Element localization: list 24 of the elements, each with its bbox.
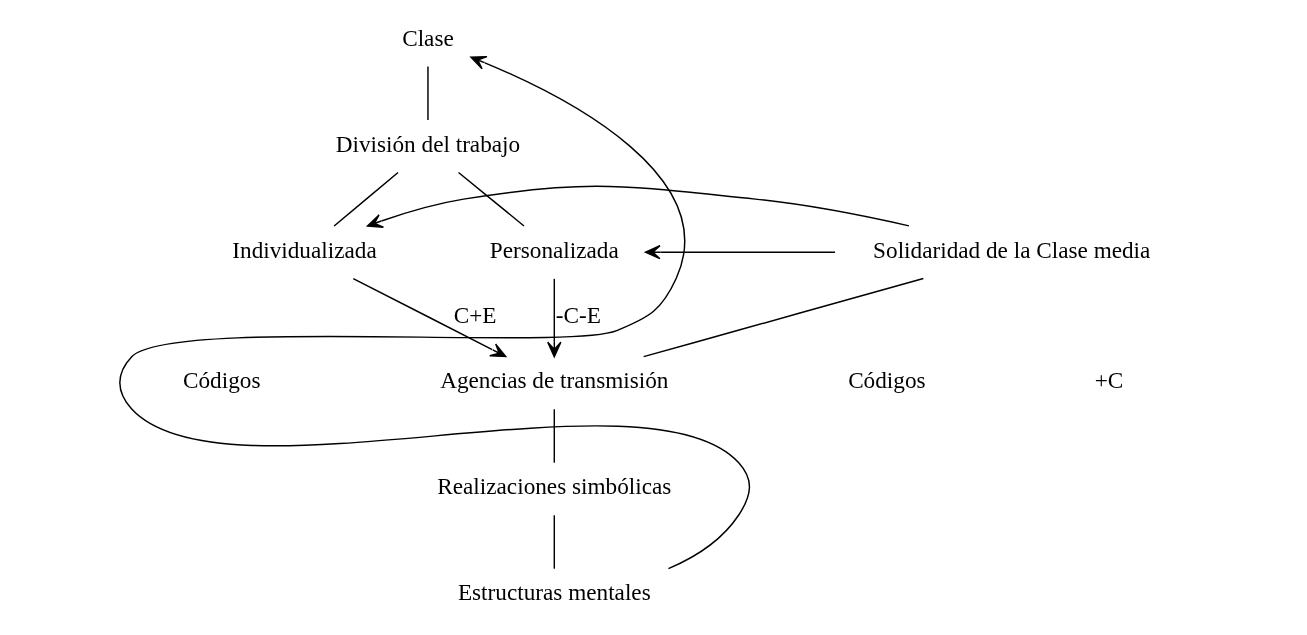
- node-text: División del trabajo: [335, 130, 520, 157]
- node-text: Agencias de transmisión: [439, 367, 668, 394]
- label: +C: [1094, 367, 1123, 394]
- connector: [553, 408, 555, 464]
- node-text: Estructuras mentales: [457, 579, 651, 606]
- connector: [426, 65, 429, 121]
- node-text: Individualizada: [231, 236, 377, 263]
- node-text: Realizaciones simbólicas: [436, 473, 671, 500]
- connector: [457, 171, 525, 227]
- edge-label: C+E: [453, 302, 497, 329]
- arrow: [644, 244, 836, 260]
- edge-label: -C-E: [555, 302, 601, 329]
- node-text: Clase: [401, 24, 454, 51]
- connector: [553, 514, 555, 570]
- arrow: [352, 277, 506, 358]
- arrow: [118, 55, 750, 570]
- arrow: [546, 278, 562, 358]
- node-text: Solidaridad de la Clase media: [872, 236, 1150, 263]
- arrow: [366, 185, 910, 228]
- label: Códigos: [847, 367, 926, 394]
- node-text: Personalizada: [489, 236, 619, 263]
- connector: [642, 277, 924, 358]
- label: Códigos: [182, 367, 260, 394]
- connector: [332, 171, 399, 227]
